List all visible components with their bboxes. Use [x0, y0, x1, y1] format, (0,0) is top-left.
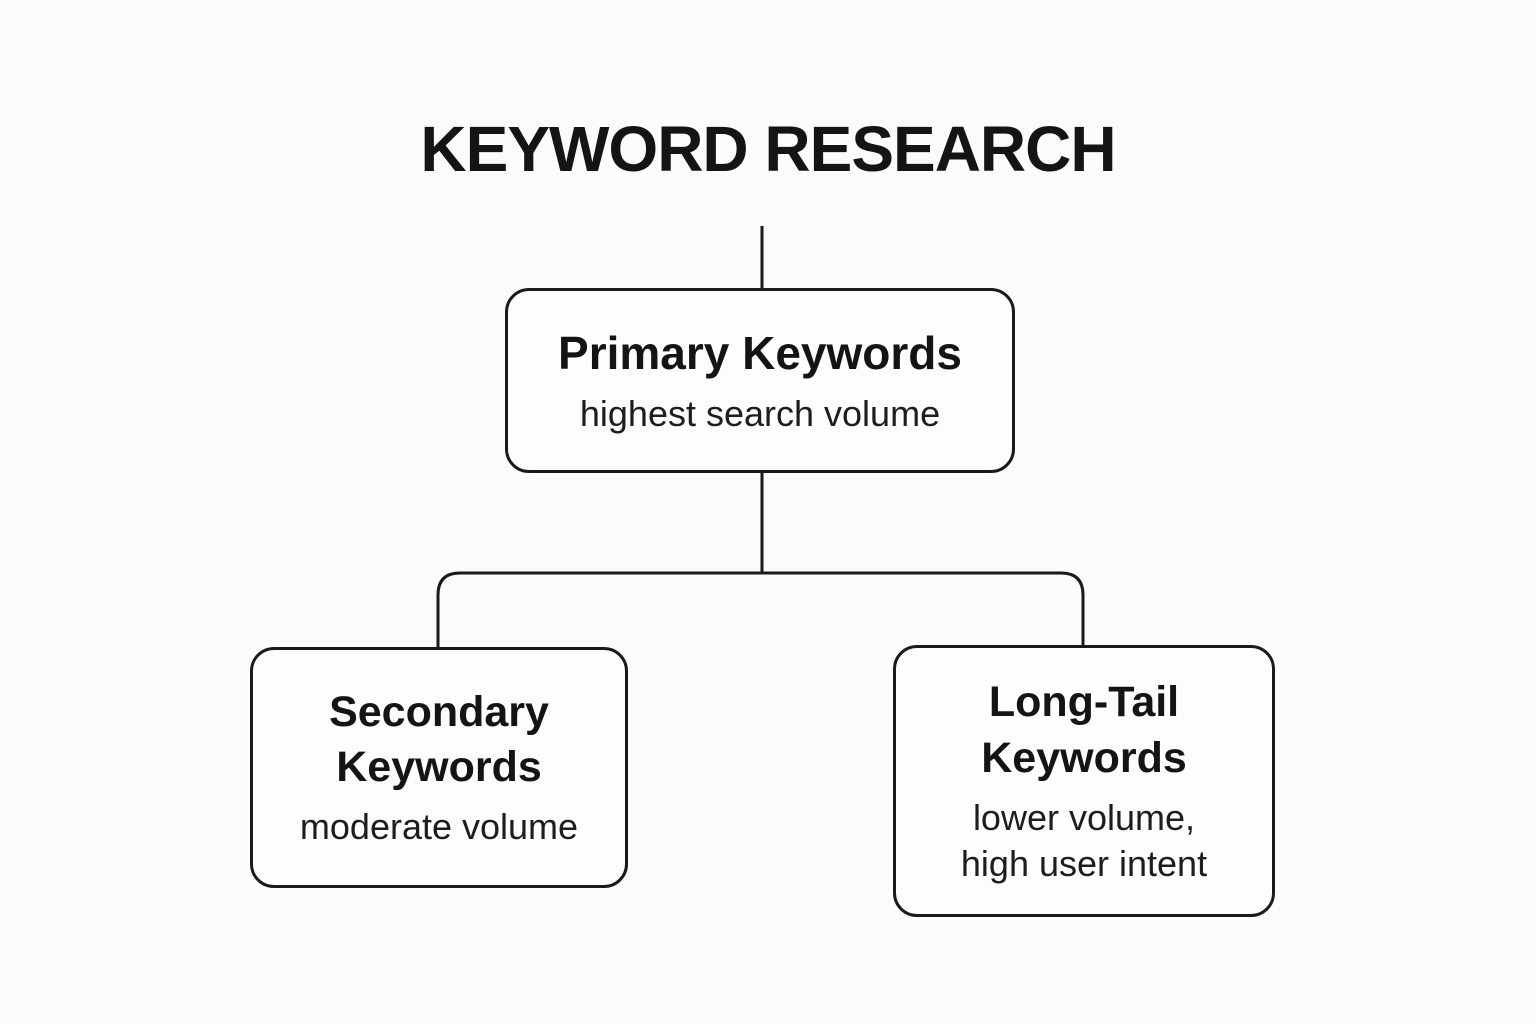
node-longtail-keywords: Long-Tail Keywords lower volume, high us…	[893, 645, 1275, 917]
node-primary-keywords: Primary Keywords highest search volume	[505, 288, 1015, 473]
secondary-keywords-subtitle: moderate volume	[300, 804, 578, 850]
secondary-keywords-title: Secondary Keywords	[329, 687, 549, 792]
node-secondary-keywords: Secondary Keywords moderate volume	[250, 647, 628, 888]
page-title: KEYWORD RESEARCH	[420, 113, 1116, 185]
longtail-keywords-subtitle-line: high user intent	[960, 842, 1208, 884]
longtail-keywords-subtitle-line: lower volume,	[972, 796, 1196, 838]
primary-keywords-title: Primary Keywords	[558, 326, 962, 379]
longtail-keywords-title: Long-Tail Keywords	[981, 678, 1187, 782]
connector-branch-bar	[436, 571, 1085, 650]
primary-keywords-subtitle: highest search volume	[580, 391, 940, 437]
secondary-keywords-subtitle-line: moderate volume	[299, 806, 579, 848]
longtail-keywords-subtitle: lower volume, high user intent	[961, 795, 1207, 887]
primary-keywords-subtitle-line: highest search volume	[579, 393, 941, 435]
